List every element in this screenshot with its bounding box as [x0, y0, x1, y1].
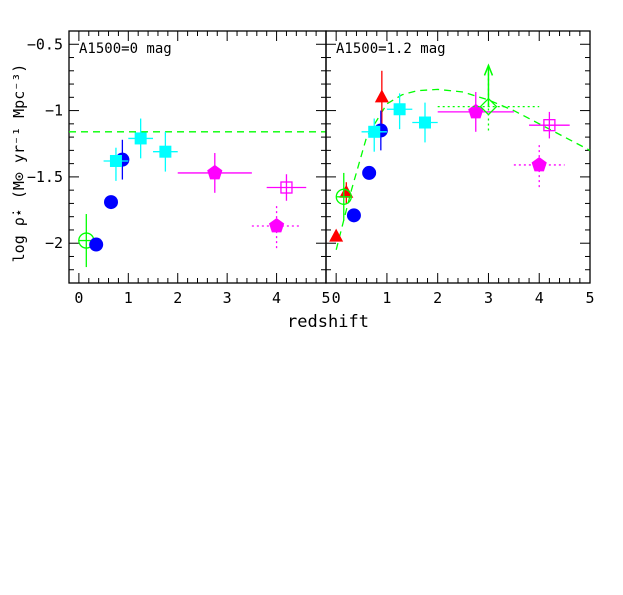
data-point-circle [362, 165, 377, 180]
data-point-circle [346, 208, 361, 223]
data-point-triangle [329, 228, 344, 242]
plot-frame [325, 30, 591, 284]
data-point-pentagon [269, 218, 285, 233]
x-tick-label: 0 [332, 289, 341, 307]
x-tick-label: 2 [433, 289, 442, 307]
data-point-pentagon [468, 103, 484, 119]
data-point-circle [89, 237, 104, 252]
y-axis-label: log ρ̇⋆ (M⊙ yr⁻¹ Mpc⁻³) [10, 64, 28, 263]
data-point-circle [104, 195, 119, 210]
y-tick-label: −1 [45, 102, 63, 120]
data-point-square [393, 103, 406, 116]
data-point-open-diamond [479, 97, 498, 116]
x-tick-label: 2 [173, 289, 182, 307]
model-dashed-curve [335, 88, 591, 250]
data-point-square [134, 132, 147, 145]
x-tick-label: 0 [74, 289, 83, 307]
data-point-pentagon [531, 157, 547, 172]
x-tick-label: 4 [535, 289, 544, 307]
x-tick-label: 5 [585, 289, 594, 307]
data-point-triangle [339, 184, 354, 198]
x-tick-label: 3 [484, 289, 493, 307]
data-point-square [109, 154, 122, 167]
x-tick-label: 1 [382, 289, 391, 307]
x-axis-label: redshift [287, 312, 369, 332]
lower-limit-arrowhead [483, 63, 494, 76]
data-point-square [419, 116, 431, 129]
panel-annotation: A1500=1.2 mag [336, 41, 446, 57]
plot-frame [68, 30, 327, 284]
y-tick-label: −1.5 [27, 168, 63, 186]
panel-annotation: A1500=0 mag [79, 41, 172, 57]
x-tick-label: 1 [124, 289, 133, 307]
data-point-triangle [374, 89, 389, 103]
x-tick-label: 5 [321, 289, 330, 307]
y-tick-label: −0.5 [27, 35, 63, 53]
left-panel-no-extinction: 0 1 2 3 4 5 −2 −1.5 −1 −0.5 A1500=0 mag [27, 30, 331, 307]
right-panel-with-extinction: 0 1 2 3 4 5 A1500=1.2 mag [325, 30, 595, 307]
data-point-open-circle [335, 188, 352, 205]
data-point-square [159, 145, 172, 158]
y-tick-label: −2 [45, 234, 63, 252]
x-tick-label: 4 [272, 289, 281, 307]
data-point-pentagon [207, 164, 223, 180]
data-point-square [368, 125, 381, 138]
x-tick-label: 3 [223, 289, 232, 307]
